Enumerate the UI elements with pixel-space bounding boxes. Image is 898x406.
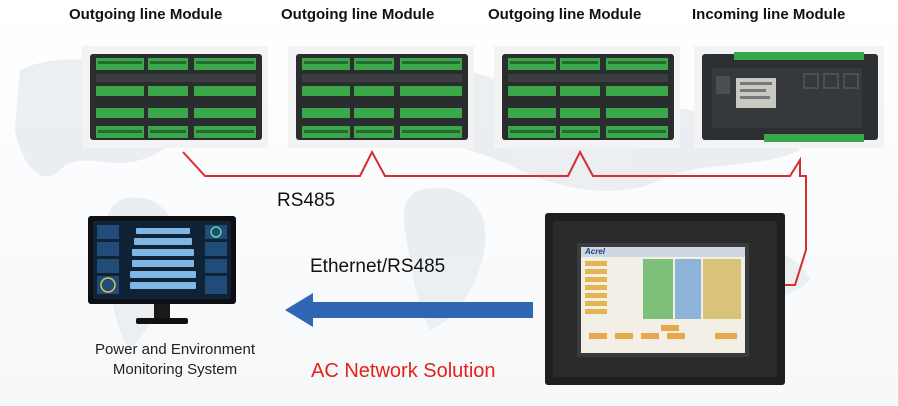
incoming-line-module — [694, 46, 884, 148]
caption-line-1: Power and Environment — [94, 341, 256, 358]
monitoring-system-monitor — [88, 216, 236, 333]
rs485-label: RS485 — [277, 190, 336, 211]
ethernet-rs485-label: Ethernet/RS485 — [310, 256, 446, 277]
hmi-brand-logo: Acrel — [585, 247, 606, 256]
solution-title: AC Network Solution — [311, 360, 496, 382]
data-flow-arrow — [285, 293, 533, 327]
module-title-outgoing-1: Outgoing line Module — [69, 6, 223, 23]
outgoing-line-module-2 — [288, 46, 474, 148]
outgoing-line-module-1 — [82, 46, 268, 148]
module-title-incoming: Incoming line Module — [692, 6, 846, 23]
monitoring-system-caption: Power and Environment Monitoring System — [60, 340, 290, 380]
module-title-outgoing-3: Outgoing line Module — [488, 6, 642, 23]
outgoing-line-module-3 — [494, 46, 680, 148]
hmi-touch-panel: Acrel — [545, 213, 785, 390]
module-title-outgoing-2: Outgoing line Module — [281, 6, 435, 23]
caption-line-2: Monitoring System — [112, 361, 238, 378]
